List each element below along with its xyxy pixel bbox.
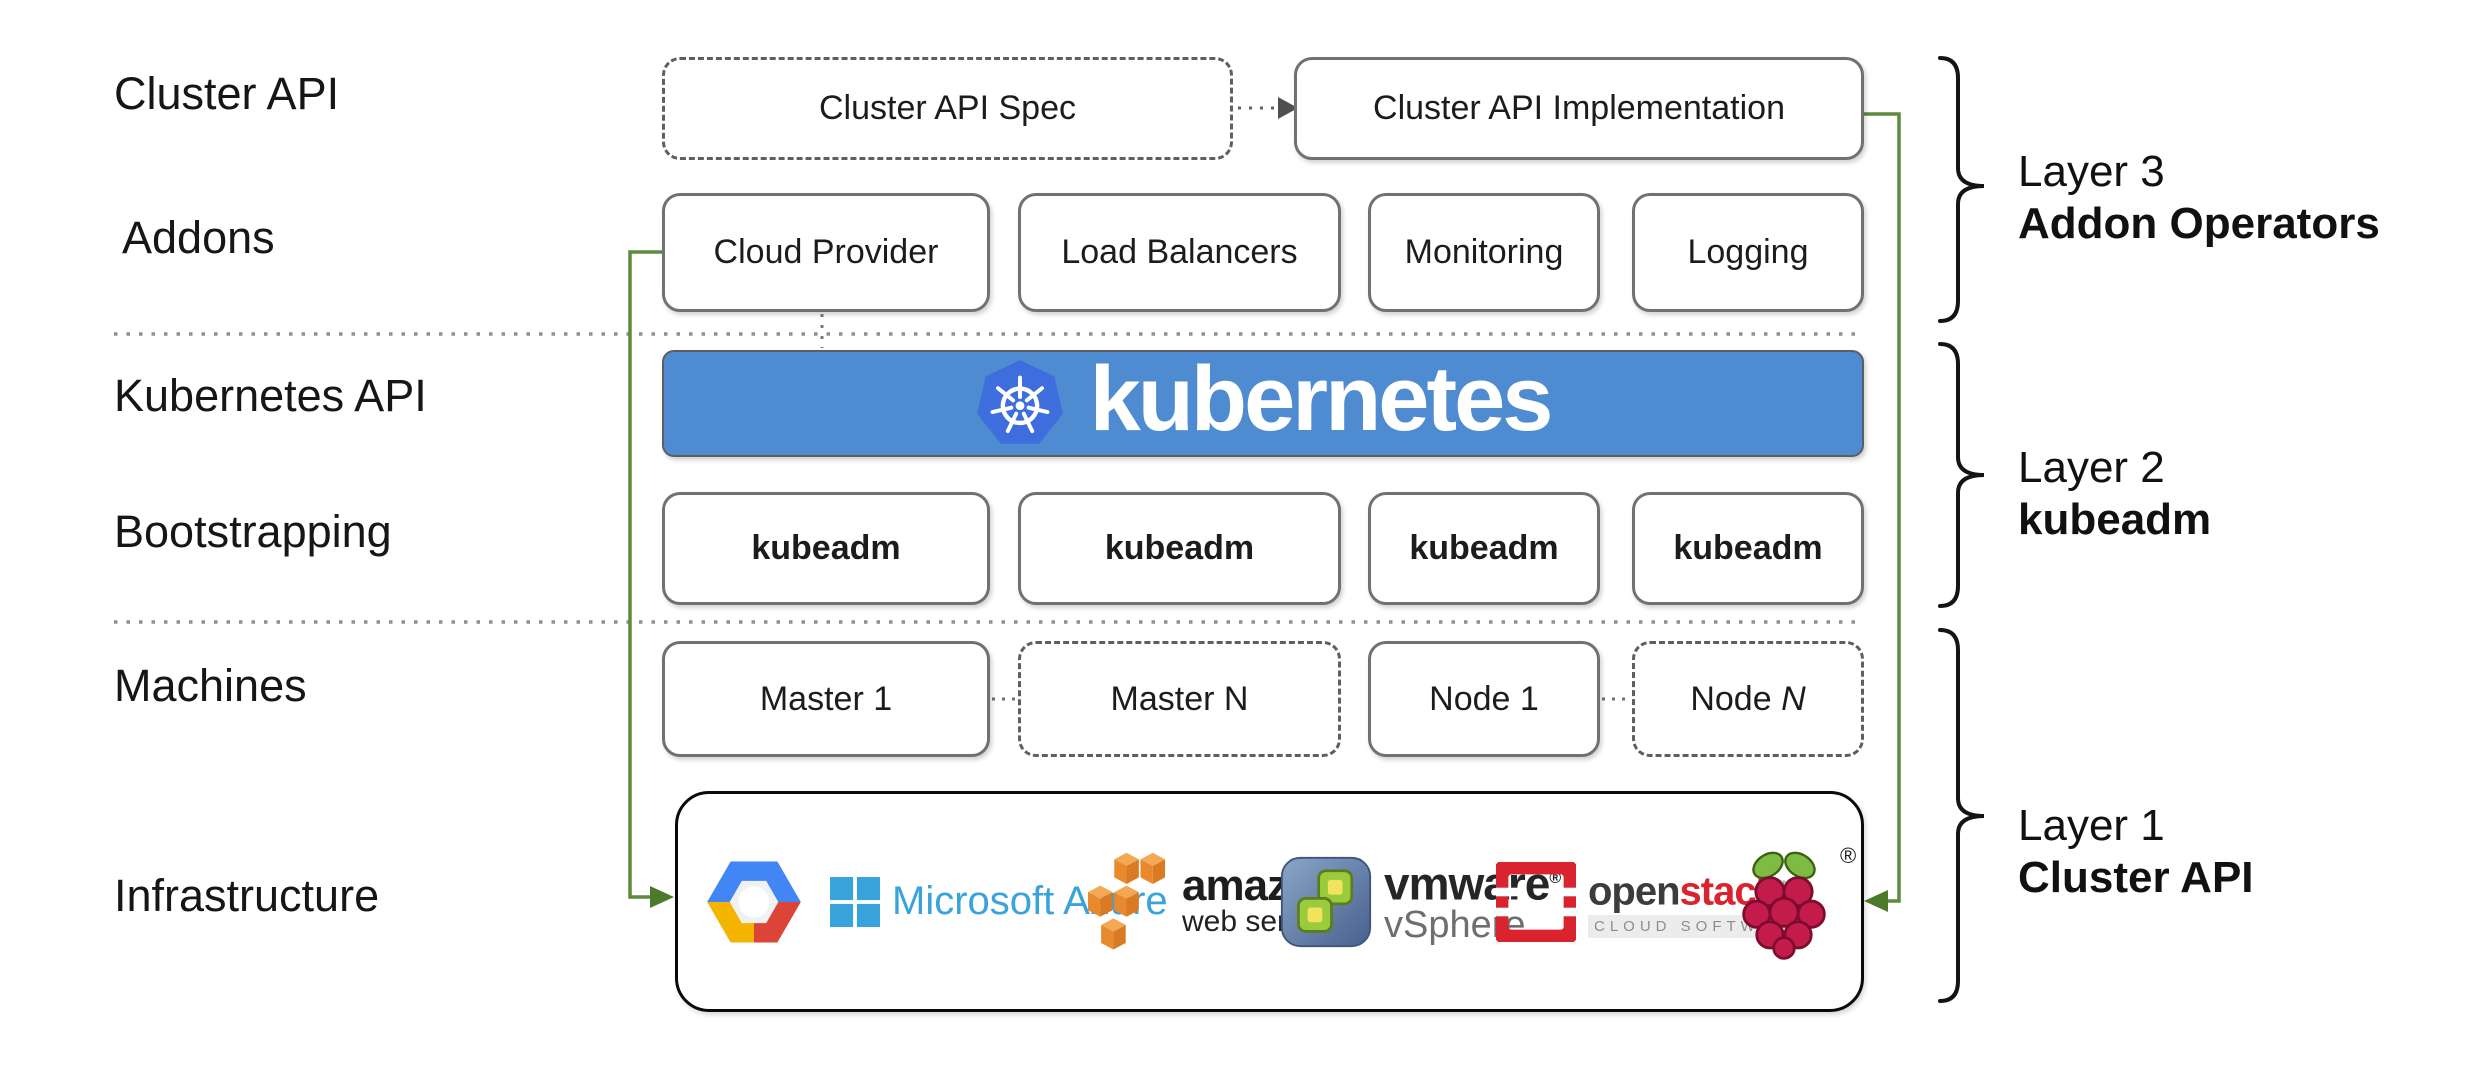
aws-cubes-icon [1088, 852, 1166, 950]
row-label-cluster-api: Cluster API [114, 68, 340, 119]
kubeadm-label: kubeadm [1409, 529, 1559, 567]
row-label-addons: Addons [122, 212, 275, 263]
cloud-provider-to-infrastructure-green-line [628, 250, 664, 899]
kubeadm-label: kubeadm [751, 529, 901, 567]
provider-google-cloud [702, 850, 806, 954]
cluster-api-spec-label: Cluster API Spec [818, 89, 1076, 127]
infrastructure-providers-box: Microsoft Azure amazon web services [675, 791, 1864, 1012]
cloud-provider-label: Cloud Provider [713, 233, 939, 271]
addon-box-monitoring: Monitoring [1368, 193, 1600, 312]
layer2-label-group: Layer 2 kubeadm [2018, 442, 2211, 546]
layer2-subtitle: kubeadm [2018, 495, 2212, 544]
layer3-title: Layer 3 [2018, 147, 2165, 196]
layer1-title: Layer 1 [2018, 801, 2165, 850]
monitoring-label: Monitoring [1404, 233, 1564, 271]
kubernetes-wordmark: kubernetes [1089, 348, 1554, 450]
machine-box-node-n: Node N [1632, 641, 1864, 757]
layer3-brace [1938, 56, 1985, 323]
kubeadm-label: kubeadm [1104, 529, 1255, 567]
addon-box-logging: Logging [1632, 193, 1864, 312]
cluster-api-implementation-box: Cluster API Implementation [1294, 57, 1864, 160]
layer2-brace [1938, 342, 1985, 608]
vmware-vsphere-icon [1280, 856, 1372, 947]
layer1-brace [1938, 628, 1985, 1003]
kubernetes-banner: kubernetes [662, 348, 1864, 457]
row-label-bootstrapping: Bootstrapping [114, 506, 392, 557]
vmware-registered-mark: ® [1549, 870, 1561, 888]
cluster-api-implementation-label: Cluster API Implementation [1373, 89, 1785, 127]
cluster-api-spec-box: Cluster API Spec [662, 57, 1233, 160]
kubernetes-wheel-icon [976, 359, 1063, 444]
addon-box-cloud-provider: Cloud Provider [662, 193, 990, 312]
layer1-label-group: Layer 1 Cluster API [2018, 800, 2254, 904]
node-n-italic-suffix: N [1781, 679, 1806, 718]
openstack-label: openstack™ CLOUD SOFTWARE [1588, 865, 1812, 939]
layer3-label-group: Layer 3 Addon Operators [2018, 146, 2380, 250]
addon-box-load-balancers: Load Balancers [1018, 193, 1341, 312]
infrastructure-left-arrowhead-icon [650, 886, 674, 908]
layer2-title: Layer 2 [2018, 443, 2165, 492]
provider-openstack: openstack™ CLOUD SOFTWARE [1496, 861, 1812, 942]
implementation-to-infrastructure-green-line [1864, 112, 1901, 903]
raspberry-pi-icon [1742, 851, 1826, 960]
openstack-icon [1496, 861, 1576, 942]
row-label-machines: Machines [114, 660, 307, 711]
row-label-kubernetes-api: Kubernetes API [114, 370, 427, 421]
spec-to-implementation-arrowhead-icon [1278, 97, 1298, 119]
infrastructure-right-arrowhead-icon [1864, 890, 1888, 912]
kubeadm-box-3: kubeadm [1368, 492, 1600, 605]
google-cloud-icon [707, 860, 801, 943]
machine-box-node-1: Node 1 [1368, 641, 1600, 757]
row-label-infrastructure: Infrastructure [114, 870, 380, 921]
kubeadm-box-1: kubeadm [662, 492, 990, 605]
master-n-label: Master N [1110, 679, 1249, 718]
node-1-label: Node 1 [1429, 679, 1539, 718]
raspberry-pi-registered-mark: ® [1840, 842, 1857, 868]
node-n-label: Node N [1690, 679, 1806, 718]
master-1-label: Master 1 [759, 679, 893, 718]
kubeadm-box-2: kubeadm [1018, 492, 1341, 605]
kubeadm-label: kubeadm [1673, 529, 1823, 567]
machine-box-master-1: Master 1 [662, 641, 990, 757]
provider-raspberry-pi: ® [1734, 841, 1856, 963]
layer1-subtitle: Cluster API [2018, 853, 2254, 902]
layer3-subtitle: Addon Operators [2018, 199, 2380, 248]
logging-label: Logging [1687, 233, 1809, 271]
machine-box-master-n: Master N [1018, 641, 1341, 757]
load-balancers-label: Load Balancers [1061, 233, 1298, 271]
microsoft-azure-icon [830, 876, 880, 927]
kubeadm-box-4: kubeadm [1632, 492, 1864, 605]
